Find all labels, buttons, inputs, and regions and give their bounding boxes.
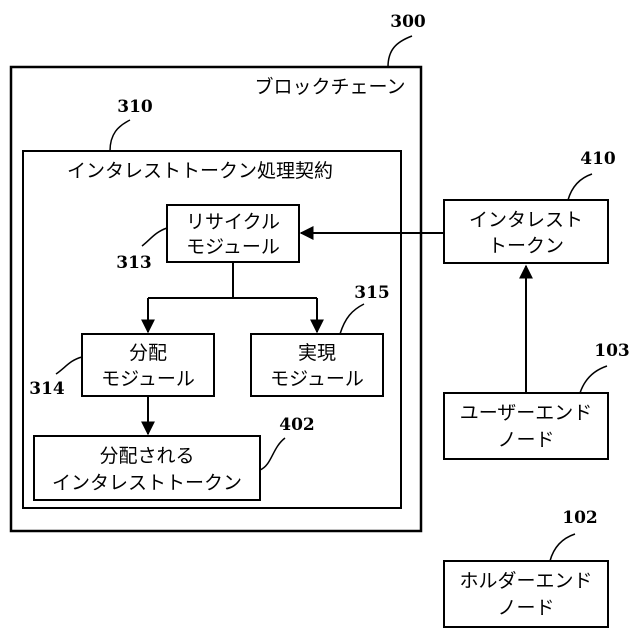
holder-end-node-ref: 102	[562, 508, 598, 528]
recycle-module-box: リサイクル モジュール	[167, 205, 299, 262]
user-end-node-line2: ノード	[497, 429, 554, 451]
recycle-module-line1: リサイクル	[186, 211, 280, 233]
realization-module-line1: 実現	[298, 342, 336, 364]
interest-token-line1: インタレスト	[469, 209, 583, 231]
interest-token-ref-leader	[568, 174, 592, 200]
contract-ref: 310	[117, 97, 153, 117]
realization-module-ref: 315	[354, 283, 390, 303]
distributed-token-box: 分配される インタレストトークン	[34, 436, 260, 500]
distributed-token-line2: インタレストトークン	[52, 472, 242, 494]
holder-end-node-line2: ノード	[497, 597, 554, 619]
distributed-token-ref: 402	[279, 415, 315, 435]
recycle-module-ref: 313	[116, 253, 152, 273]
user-end-node-ref: 103	[594, 341, 630, 361]
interest-token-box: インタレスト トークン	[444, 200, 608, 263]
holder-end-node-ref-leader	[550, 534, 575, 561]
user-end-node-line1: ユーザーエンド	[460, 402, 593, 424]
holder-end-node-box: ホルダーエンド ノード	[444, 561, 608, 627]
realization-module-box: 実現 モジュール	[251, 334, 383, 396]
distributed-token-line1: 分配される	[99, 445, 194, 467]
contract-label: インタレストトークン処理契約	[67, 160, 333, 182]
distribution-module-box: 分配 モジュール	[82, 334, 214, 396]
blockchain-ref-leader	[388, 36, 412, 67]
recycle-module-line2: モジュール	[186, 236, 280, 258]
interest-token-line2: トークン	[488, 235, 564, 257]
distribution-module-line2: モジュール	[101, 368, 195, 390]
user-end-node-ref-leader	[580, 366, 607, 393]
holder-end-node-line1: ホルダーエンド	[459, 570, 592, 592]
realization-module-line2: モジュール	[270, 368, 364, 390]
interest-token-ref: 410	[580, 149, 616, 169]
blockchain-label: ブロックチェーン	[254, 75, 405, 98]
user-end-node-box: ユーザーエンド ノード	[444, 393, 608, 459]
blockchain-ref: 300	[390, 12, 426, 32]
distribution-module-line1: 分配	[129, 342, 167, 364]
distribution-module-ref: 314	[29, 379, 65, 399]
